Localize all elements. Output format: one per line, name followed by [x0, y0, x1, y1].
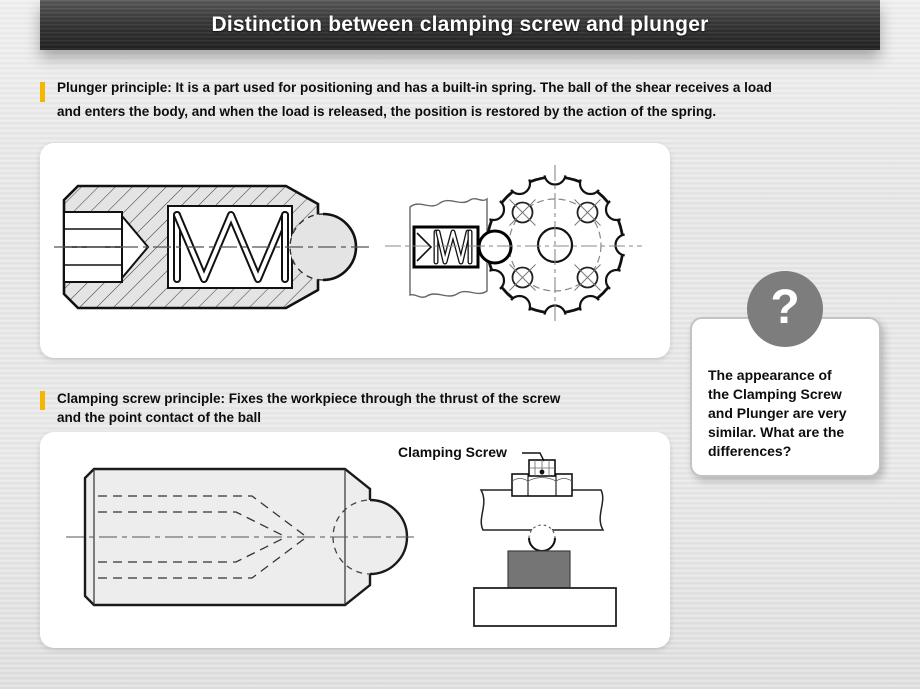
clamping-screw-drawing — [66, 452, 617, 627]
clamping-screw-label: Clamping Screw — [398, 444, 507, 460]
base-block — [473, 587, 617, 627]
clamping-screw-installed-view — [473, 452, 617, 627]
section-marker-clamping — [40, 391, 45, 410]
plunger-drawing — [54, 165, 642, 325]
clamping-figure-panel: Clamping Screw — [40, 432, 670, 648]
small-plunger — [412, 225, 513, 269]
clamping-principle-text: Clamping screw principle: Fixes the work… — [57, 391, 561, 425]
knob-holes — [509, 199, 601, 291]
plunger-installed-view — [385, 165, 642, 325]
label-leader-line — [522, 452, 545, 462]
page-title: Distinction between clamping screw and p… — [40, 0, 880, 50]
workpiece-block — [507, 550, 571, 589]
question-text: The appearance of the Clamping Screw and… — [708, 367, 847, 459]
plunger-figure-panel — [40, 143, 670, 358]
clamping-screw-section-view — [66, 467, 418, 607]
section-marker-plunger — [40, 82, 45, 102]
question-mark-icon: ? — [747, 271, 823, 347]
plunger-principle-text: Plunger principle: It is a part used for… — [57, 80, 772, 119]
plunger-section-view — [54, 184, 374, 310]
